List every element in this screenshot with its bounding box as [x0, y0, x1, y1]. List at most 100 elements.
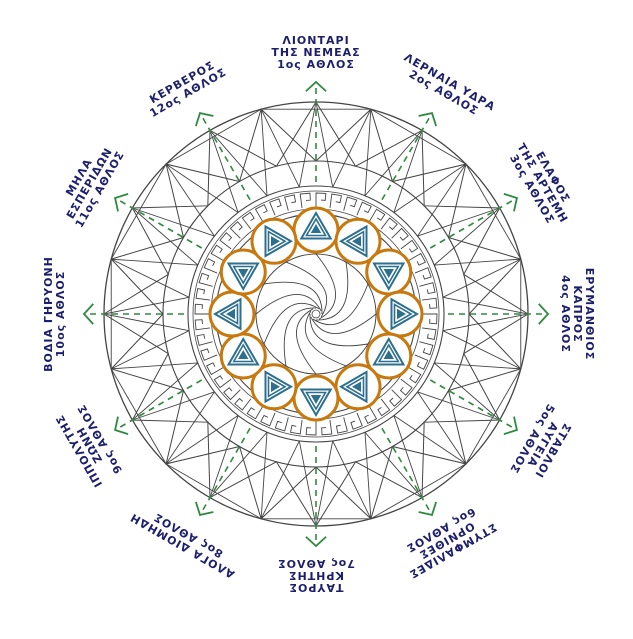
meander-key [321, 420, 333, 436]
star-inner-line [260, 109, 300, 196]
swirl-arc [263, 302, 320, 345]
medallion-triangle-middle [345, 375, 365, 398]
inner-rings [187, 185, 445, 443]
meander-key [377, 398, 391, 417]
star-inner-line [260, 432, 300, 519]
meander-key [194, 303, 209, 315]
arrowhead [194, 501, 214, 516]
outer-chord-line [165, 108, 262, 165]
medallion-triangle-inner [383, 349, 394, 359]
medallion-triangle-inner [238, 350, 249, 359]
swirl-arc [312, 283, 369, 326]
meander-key [419, 341, 434, 356]
meander-key [200, 348, 218, 361]
arrowhead [305, 536, 327, 548]
dashed-arrow-line [381, 112, 433, 201]
meander-key [234, 397, 252, 411]
labor-label-line: ΕΡΥΜΑΝΘΙΟΣ [583, 268, 596, 361]
meander-key [269, 198, 282, 216]
meander-key [369, 208, 386, 222]
outer-chord-line [465, 163, 522, 260]
dashed-arrow-line [114, 197, 203, 249]
medallion-triangle-inner [226, 308, 235, 320]
swirl-center [311, 309, 321, 319]
swirl-arc [309, 313, 369, 347]
dashed-arrow-line [429, 197, 518, 249]
swirl-arc [255, 294, 322, 315]
medallion-triangle-middle [232, 265, 255, 285]
meander-key [305, 421, 317, 436]
meander-key [195, 287, 210, 301]
meander-key [289, 420, 303, 435]
swirl-arc [315, 261, 349, 321]
medallion-triangle-inner [397, 308, 406, 320]
dashed-arrow-line [114, 379, 203, 431]
swirl-arc [263, 281, 323, 315]
swirl-arc [285, 261, 328, 318]
arrowhead [538, 303, 550, 325]
medallion-triangle-middle [232, 343, 255, 363]
labor-label-line: 4ος ΑΘΛΟΣ [559, 275, 572, 353]
center-swirl [255, 253, 377, 375]
meander-key [364, 406, 378, 424]
swirl-arc [310, 313, 377, 334]
meander-key [380, 217, 398, 231]
dashed-arrow-line [429, 379, 518, 431]
labor-label-line: ΤΑΥΡΟΣ [289, 581, 344, 594]
meander-key [343, 196, 358, 211]
medallion-triangle-middle [345, 230, 365, 253]
star-inner-line [434, 258, 521, 298]
meander-key [414, 267, 432, 280]
dashed-arrow-line [199, 112, 251, 201]
meander-key [400, 239, 419, 253]
labor-label-line: ΑΛΟΓΑ ΔΙΟΜΗΔΗ [128, 510, 237, 581]
meander-key [213, 375, 232, 389]
meander-key [246, 406, 263, 420]
star-inner-line [332, 109, 372, 196]
meander-key [422, 297, 438, 309]
meander-key [356, 201, 372, 216]
medallion-triangle-middle [377, 265, 400, 285]
labor-label-line: ΛΙΟΝΤΑΡΙ [282, 34, 349, 47]
medallion-triangle-inner [238, 269, 249, 278]
labor-label-line: ΚΑΠΡΟΣ [571, 285, 584, 342]
dashed-arrow-line [199, 427, 251, 516]
labor-label-line: 7ος ΑΘΛΟΣ [277, 557, 355, 570]
meander-key [219, 232, 233, 250]
medallion-triangle-middle [393, 303, 413, 325]
dashed-arrow-line [381, 427, 433, 516]
meander-key [423, 313, 438, 325]
meander-key [408, 252, 426, 266]
medallion-triangle-inner [310, 395, 322, 404]
meander-key [229, 221, 243, 239]
medallion-triangle-inner [310, 224, 322, 233]
meander-key [260, 412, 276, 427]
star-inner-line [111, 330, 198, 370]
medallion-triangle-middle [219, 303, 239, 325]
meander-key [284, 194, 297, 211]
medallion-triangle-inner [383, 269, 394, 279]
medallion-triangle-inner [271, 381, 281, 392]
meander-key [274, 417, 289, 432]
arrowhead [503, 192, 518, 212]
labor-label-line: ΚΡΗΤΗΣ [288, 569, 344, 582]
labor-label-line: 1ος ΑΘΛΟΣ [277, 58, 355, 71]
outer-chord-line [465, 368, 522, 465]
meander-key [299, 192, 311, 208]
meander-key [350, 412, 363, 430]
meander-key [206, 362, 224, 376]
meander-key [391, 227, 409, 241]
swirl-arc [283, 307, 317, 367]
meander-key [196, 333, 213, 346]
